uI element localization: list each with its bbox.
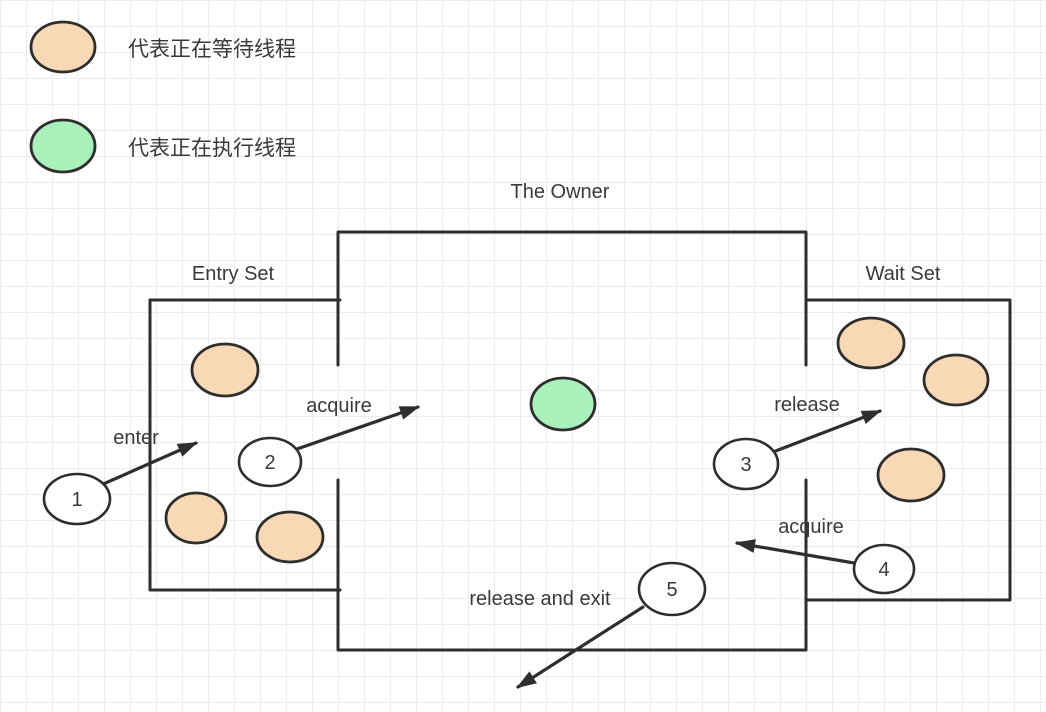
waiting-thread-icon [876, 447, 946, 503]
release-and-exit-label: release and exit [469, 588, 611, 610]
wait-set-box [804, 298, 1012, 602]
step-2-circle [237, 436, 303, 488]
enter-arrow [99, 441, 198, 487]
waiting-thread-icon [922, 353, 990, 407]
legend-running-thread-swatch [29, 118, 97, 174]
step-markers: 1 2 3 4 5 [42, 436, 916, 617]
wait-set-threads [836, 316, 990, 503]
entry-set-region-label: Entry Set [192, 263, 275, 285]
acquire-from-wait-label: acquire [778, 516, 844, 538]
waiting-thread-icon [255, 510, 325, 564]
legend-waiting-thread-label: 代表正在等待线程 [128, 38, 296, 61]
release-and-exit-arrow [516, 605, 645, 689]
step-4-circle [852, 543, 916, 595]
step-3-circle [712, 437, 780, 491]
legend-running-thread-label: 代表正在执行线程 [128, 137, 296, 160]
step-5-circle [637, 561, 707, 617]
step-5-number: 5 [666, 579, 677, 601]
waiting-thread-icon [836, 316, 906, 370]
legend-waiting-thread-swatch [29, 20, 97, 74]
acquire-label: acquire [306, 395, 372, 417]
wait-set-region-label: Wait Set [866, 263, 941, 285]
entry-set-threads [164, 342, 325, 564]
transition-arrows [99, 405, 882, 689]
step-3-number: 3 [740, 454, 751, 476]
entry-set-box [148, 298, 342, 592]
waiting-thread-icon [190, 342, 260, 398]
step-1-circle [42, 472, 112, 526]
step-1-number: 1 [71, 489, 82, 511]
release-arrow [771, 409, 882, 454]
legend: 代表正在等待线程 代表正在执行线程 [29, 20, 296, 174]
step-2-number: 2 [264, 452, 275, 474]
step-4-number: 4 [878, 559, 889, 581]
running-thread-icon [529, 376, 597, 432]
action-labels: enter acquire release acquire release an… [113, 394, 844, 610]
acquire-arrow [295, 405, 420, 451]
waiting-thread-icon [164, 491, 228, 545]
owner-region-label: The Owner [511, 181, 610, 203]
enter-label: enter [113, 427, 159, 449]
acquire-from-wait-arrow [735, 539, 856, 565]
release-label: release [774, 394, 840, 416]
